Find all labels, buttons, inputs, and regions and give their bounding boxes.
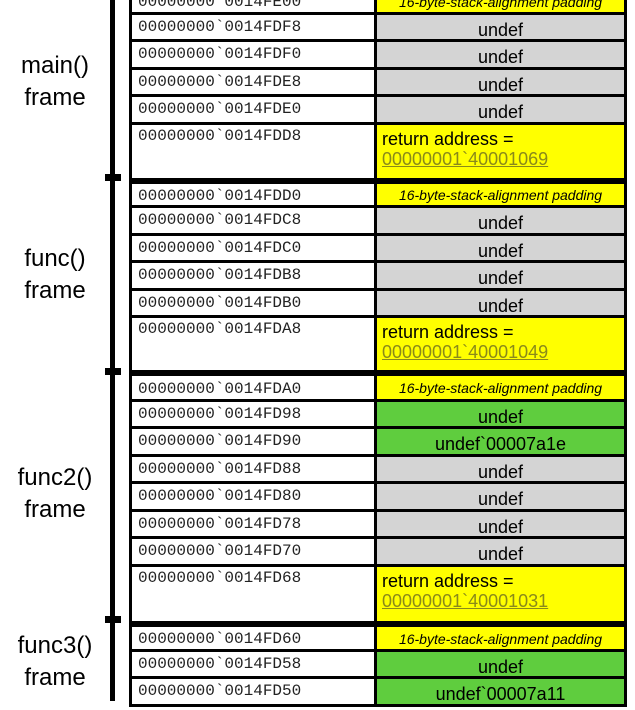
stack-value: undef — [377, 539, 627, 564]
return-address-label: return address = — [382, 571, 514, 591]
stack-address: 00000000`0014FD98 — [129, 402, 377, 426]
stack-value: undef — [377, 236, 627, 261]
stack-value: undef — [377, 97, 627, 122]
stack-value: undef — [377, 291, 627, 316]
return-address-label: return address = — [382, 322, 514, 342]
stack-address: 00000000`0014FD90 — [129, 429, 377, 454]
return-address: return address =00000001`40001069 — [377, 125, 627, 178]
frame-bracket-func2 — [110, 372, 115, 622]
return-address-link[interactable]: 00000001`40001069 — [382, 149, 549, 169]
return-address-link[interactable]: 00000001`40001031 — [382, 591, 549, 611]
frame-label-func2: func2() frame — [2, 462, 108, 526]
stack-value: undef — [377, 70, 627, 95]
frame-bracket-main — [110, 0, 115, 178]
stack-value: undef`00007a11 — [377, 679, 627, 704]
alignment-padding: 16-byte-stack-alignment padding — [377, 376, 627, 399]
stack-value: undef`00007a1e — [377, 429, 627, 454]
stack-address: 00000000`0014FD80 — [129, 484, 377, 509]
frame-label-main: main() frame — [2, 50, 108, 114]
frame-label-line2: frame — [24, 84, 86, 111]
return-address-link[interactable]: 00000001`40001049 — [382, 342, 549, 362]
stack-value: undef — [377, 208, 627, 233]
stack-address: 00000000`0014FDA0 — [129, 376, 377, 399]
stack-value: undef — [377, 15, 627, 40]
stack-value: undef — [377, 402, 627, 427]
stack-address: 00000000`0014FD70 — [129, 539, 377, 564]
stack-address: 00000000`0014FDF8 — [129, 15, 377, 39]
frame-label-line1: func() — [24, 245, 86, 272]
stack-address: 00000000`0014FDB8 — [129, 263, 377, 288]
return-address: return address =00000001`40001049 — [377, 318, 627, 370]
stack-address: 00000000`0014FDF0 — [129, 42, 377, 67]
stack-address: 00000000`0014FDC8 — [129, 208, 377, 233]
alignment-padding: 16-byte-stack-alignment padding — [377, 0, 627, 12]
stack-value: undef — [377, 652, 627, 677]
frame-label-line1: func3() — [17, 632, 93, 659]
stack-address: 00000000`0014FD78 — [129, 512, 377, 536]
frame-label-line2: frame — [24, 496, 86, 523]
stack-address: 00000000`0014FD88 — [129, 457, 377, 481]
return-address-label: return address = — [382, 129, 514, 149]
stack-address: 00000000`0014FD58 — [129, 652, 377, 676]
frame-boundary-tick — [105, 368, 121, 375]
frame-boundary-tick — [105, 174, 121, 181]
frame-bracket-func — [110, 178, 115, 372]
frame-label-line1: func2() — [17, 464, 93, 491]
frame-label-func: func() frame — [2, 243, 108, 307]
stack-value: undef — [377, 263, 627, 288]
stack-address: 00000000`0014FDE8 — [129, 70, 377, 94]
stack-address: 00000000`0014FD60 — [129, 627, 377, 649]
stack-address: 00000000`0014FDD8 — [129, 125, 377, 178]
stack-address: 00000000`0014FDC0 — [129, 236, 377, 260]
stack-address: 00000000`0014FD50 — [129, 679, 377, 704]
stack-address: 00000000`0014FDD0 — [129, 184, 377, 205]
alignment-padding: 16-byte-stack-alignment padding — [377, 184, 627, 205]
return-address: return address =00000001`40001031 — [377, 567, 627, 621]
stack-address: 00000000`0014FD68 — [129, 567, 377, 621]
stack-address: 00000000`0014FDB0 — [129, 291, 377, 315]
frame-bracket-func3 — [110, 622, 115, 701]
frame-boundary-tick — [105, 616, 121, 623]
frame-label-line2: frame — [24, 664, 86, 691]
stack-address: 00000000`0014FE00 — [129, 0, 377, 12]
frame-label-line1: main() — [20, 52, 89, 79]
stack-value: undef — [377, 457, 627, 482]
stack-value: undef — [377, 512, 627, 537]
alignment-padding: 16-byte-stack-alignment padding — [377, 627, 627, 649]
stack-address: 00000000`0014FDE0 — [129, 97, 377, 122]
frame-label-line2: frame — [24, 277, 86, 304]
stack-value: undef — [377, 484, 627, 509]
frame-label-func3: func3() frame — [2, 630, 108, 694]
stack-value: undef — [377, 42, 627, 67]
stack-address: 00000000`0014FDA8 — [129, 318, 377, 370]
